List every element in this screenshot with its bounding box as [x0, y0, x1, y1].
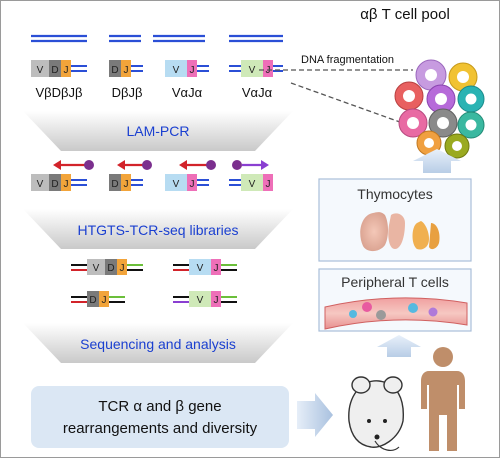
primer-arrowhead [53, 160, 61, 170]
v-segment-label: V [37, 65, 44, 76]
output-panel [31, 386, 289, 448]
funnel-band [23, 111, 293, 151]
output-box: TCR α and β gene rearrangements and dive… [31, 386, 289, 448]
step-label: LAM-PCR [126, 123, 189, 139]
library-construct-dj: D J [71, 291, 125, 307]
dna-fragmentation-label: DNA fragmentation [301, 54, 394, 66]
primer-arrowhead [117, 160, 125, 170]
v-segment [241, 60, 263, 77]
d-segment-label: D [111, 65, 118, 76]
j-segment [121, 60, 131, 77]
step-label: HTGTS-TCR-seq libraries [77, 222, 238, 238]
step-lam-pcr: LAM-PCR [23, 111, 293, 151]
funnel-band [23, 209, 293, 249]
v-segment-label: V [37, 179, 44, 190]
d-segment [49, 60, 61, 77]
blood-vessel-icon [324, 297, 468, 330]
primer-arrowhead [179, 160, 187, 170]
j-segment-label: J [266, 179, 271, 190]
d-segment-label: D [51, 179, 58, 190]
locus-vdj-beta: V D J VβDβJβ [31, 34, 87, 100]
d-segment-label: D [89, 295, 96, 306]
v-segment [165, 60, 187, 77]
j-segment-label: J [64, 65, 69, 76]
locus-vj-alpha-1: V J VαJα [153, 34, 209, 100]
v-segment-label: V [173, 65, 180, 76]
j-segment-label: J [214, 263, 219, 274]
right-arrow [297, 393, 333, 437]
lam-product-3: V J [165, 160, 216, 191]
fragmentation-line-bottom [290, 82, 412, 127]
v-segment-label: V [197, 295, 204, 306]
j-segment-label: J [64, 179, 69, 190]
lam-product-1: V D J [31, 160, 94, 191]
locus-name: DβJβ [112, 85, 143, 100]
j-segment-label: J [190, 179, 195, 190]
step-libraries: HTGTS-TCR-seq libraries [23, 209, 293, 249]
v-segment-label: V [197, 263, 204, 274]
biotin-bead [206, 160, 216, 170]
output-line-1: TCR α and β gene [98, 398, 221, 415]
j-segment-label: J [120, 263, 125, 274]
mouse-thymus-icon [429, 223, 440, 250]
library-construct-vdj: V D J [71, 259, 143, 275]
panel-title: Thymocytes [357, 186, 432, 202]
j-segment-label: J [124, 179, 129, 190]
biotin-bead [232, 160, 242, 170]
mouse-icon [348, 376, 404, 451]
library-construct-vj-2: V J [173, 291, 237, 307]
human-thymus-icon [360, 212, 388, 252]
t-cell-pool [394, 59, 485, 159]
primer-arrowhead [261, 160, 269, 170]
j-segment-label: J [124, 65, 129, 76]
peripheral-panel: Peripheral T cells [318, 268, 472, 332]
human-icon [421, 347, 465, 451]
biotin-bead [84, 160, 94, 170]
v-segment-label: V [93, 263, 100, 274]
step-label: Sequencing and analysis [80, 336, 236, 352]
locus-name: VαJα [242, 85, 273, 100]
library-construct-vj-1: V J [173, 259, 237, 275]
step-sequencing: Sequencing and analysis [23, 323, 293, 363]
up-arrow [377, 335, 421, 357]
j-segment-label: J [102, 295, 107, 306]
j-segment [61, 60, 71, 77]
human-thymus-icon [388, 213, 405, 249]
lam-product-2: D J [109, 160, 152, 191]
panel-title: Peripheral T cells [341, 274, 449, 290]
v-segment-label: V [249, 179, 256, 190]
j-segment [187, 60, 197, 77]
locus-name: VβDβJβ [36, 85, 83, 100]
j-segment-label: J [214, 295, 219, 306]
pool-title: αβ T cell pool [360, 6, 450, 23]
output-line-2: rearrangements and diversity [63, 420, 258, 437]
j-segment [263, 60, 273, 77]
d-segment [109, 60, 121, 77]
funnel-band [23, 323, 293, 363]
biotin-bead [142, 160, 152, 170]
v-segment-label: V [249, 65, 256, 76]
d-segment-label: D [111, 179, 118, 190]
mouse-thymus-icon [412, 221, 429, 250]
lam-product-4: V J [229, 160, 273, 191]
up-arrow [413, 149, 461, 173]
d-segment-label: D [51, 65, 58, 76]
d-segment-label: D [107, 263, 114, 274]
v-segment-label: V [173, 179, 180, 190]
thymocytes-panel: Thymocytes [318, 178, 472, 262]
locus-vj-alpha-2: V J VαJα [229, 34, 283, 100]
locus-dj-beta: D J DβJβ [109, 34, 143, 100]
j-segment-label: J [190, 65, 195, 76]
v-segment [31, 60, 49, 77]
locus-name: VαJα [172, 85, 203, 100]
